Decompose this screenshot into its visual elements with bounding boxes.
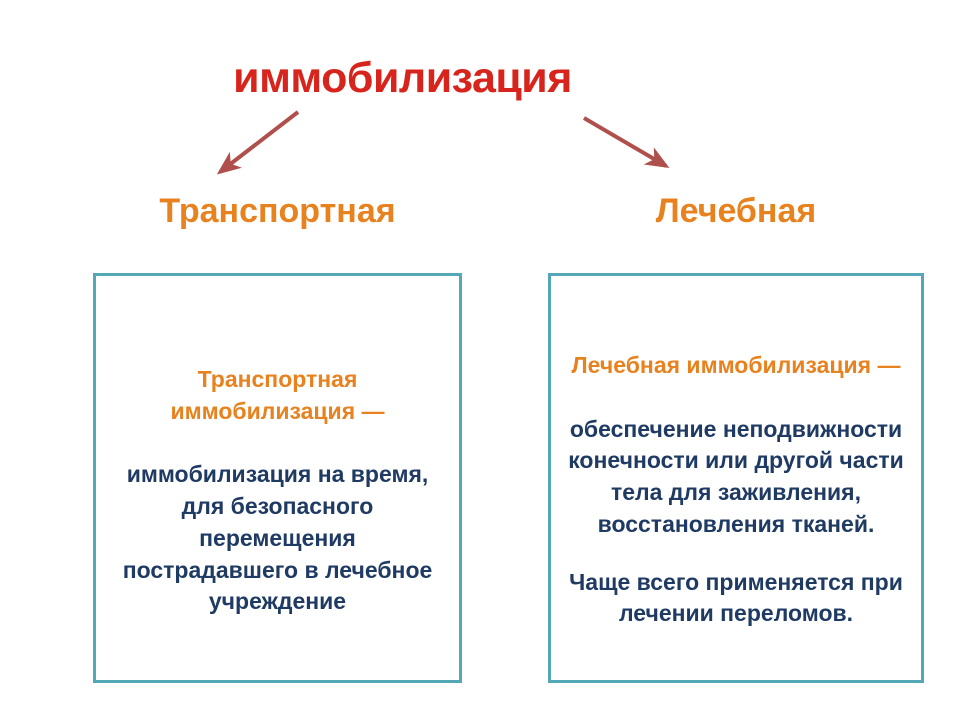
transport-box-subtitle: Транспортная иммобилизация — [170, 366, 385, 424]
medical-box-paragraph: Чаще всего применяется при лечении перел… [569, 568, 903, 627]
medical-box-paragraph: обеспечение неподвижности конечности или… [568, 415, 904, 537]
page-title: иммобилизация [233, 54, 572, 102]
arrow-down-left-icon [216, 110, 300, 175]
transport-box-paragraph: иммобилизация на время, для безопасного … [122, 461, 433, 615]
transport-box: Транспортная иммобилизация — иммобилизац… [93, 273, 462, 683]
branch-heading-medical: Лечебная [655, 192, 817, 230]
branch-heading-transport: Транспортная [159, 192, 396, 230]
arrow-down-right-icon [582, 116, 670, 169]
medical-box-subtitle: Лечебная иммобилизация — [571, 352, 901, 378]
medical-box: Лечебная иммобилизация — обеспечение неп… [548, 273, 924, 683]
